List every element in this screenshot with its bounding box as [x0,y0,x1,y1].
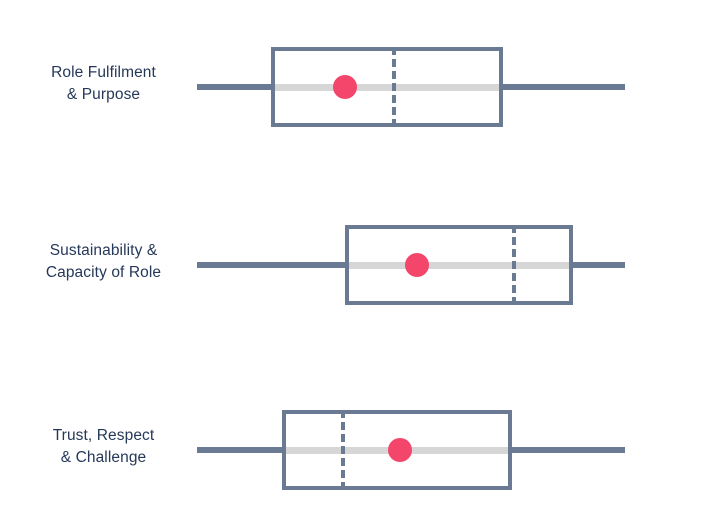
median-band [345,262,573,269]
category-label: Trust, Respect & Challenge [52,427,155,467]
box-rect [282,410,512,490]
category-label: Sustainability & Capacity of Role [45,242,162,282]
median-dashed-line [392,47,396,127]
median-band [271,84,503,91]
box-rect [345,225,573,305]
median-dashed-line [512,225,516,305]
median-dashed-line [341,410,345,490]
mean-marker-dot [333,75,357,99]
box-rect [271,47,503,127]
mean-marker-dot [405,253,429,277]
mean-marker-dot [388,438,412,462]
category-label: Role Fulfilment & Purpose [51,64,156,104]
